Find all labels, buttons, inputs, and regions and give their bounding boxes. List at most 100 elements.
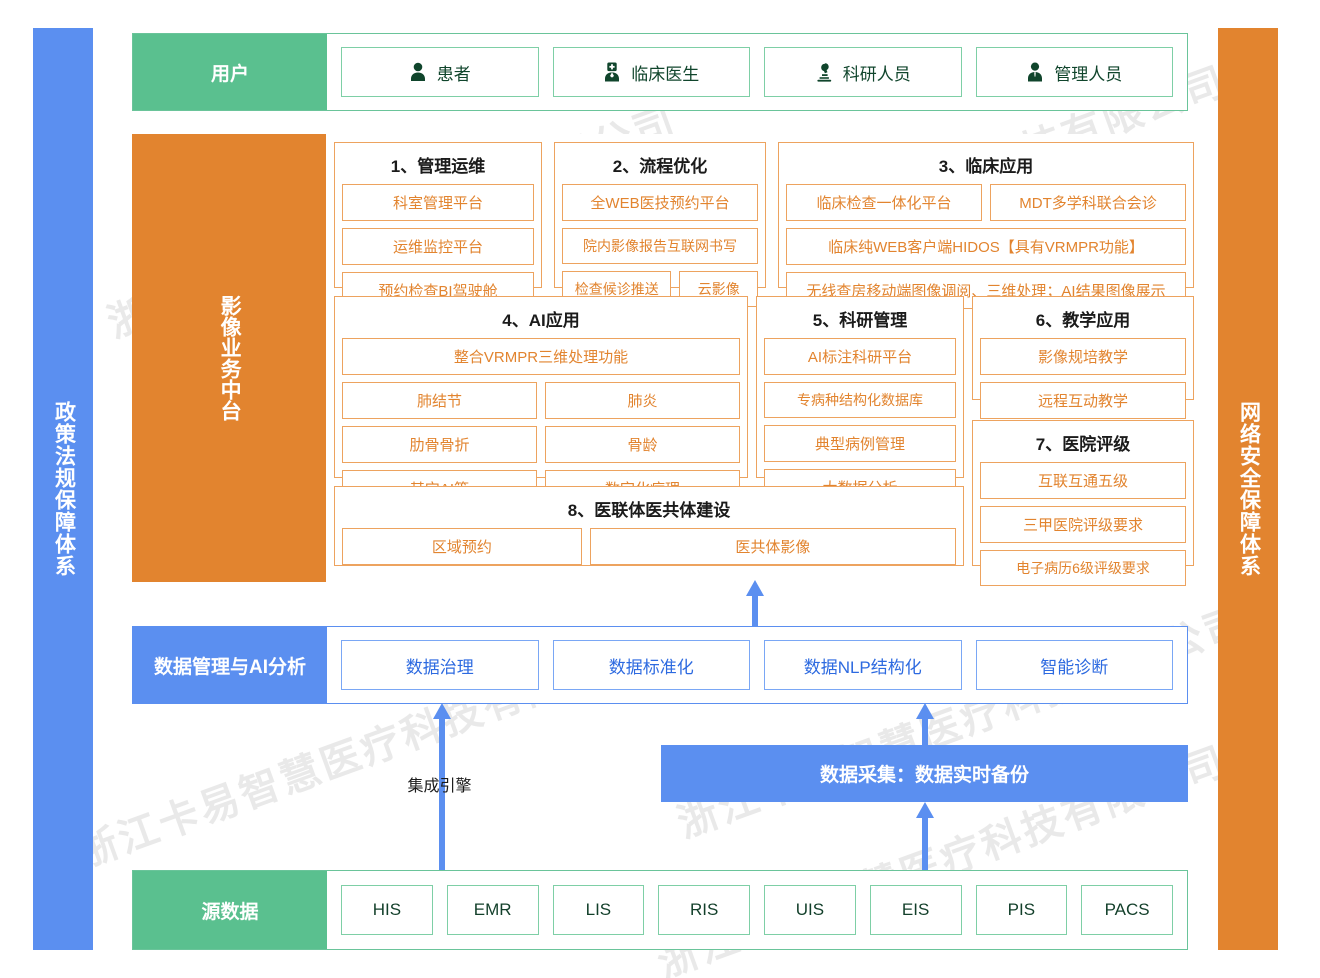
integration-engine-label: 集成引擎 xyxy=(407,778,472,795)
group-row: 全WEB医技预约平台 xyxy=(562,184,758,221)
group-title: 8、医联体医共体建设 xyxy=(567,501,731,520)
data-collection-box[interactable]: 数据采集：数据实时备份 xyxy=(661,745,1188,802)
platform-item[interactable]: 整合VRMPR三维处理功能 xyxy=(342,338,740,375)
group-row: 院内影像报告互联网书写 xyxy=(562,228,758,264)
platform-item[interactable]: 肋骨骨折 xyxy=(342,426,537,463)
source-chip-uis[interactable]: UIS xyxy=(764,885,856,935)
arrow-integration-engine xyxy=(427,703,457,870)
platform-item[interactable]: 运维监控平台 xyxy=(342,228,534,265)
manager-icon xyxy=(1028,62,1043,82)
platform-item[interactable]: 院内影像报告互联网书写 xyxy=(562,228,758,264)
user-chip-label: 管理人员 xyxy=(1054,64,1123,84)
source-chip-emr[interactable]: EMR xyxy=(446,885,539,935)
group-teaching-application: 6、教学应用 影像规培教学 远程互动教学 xyxy=(972,296,1194,419)
group-title: 4、AI应用 xyxy=(502,311,580,330)
group-row: 临床纯WEB客户端HIDOS【具有VRMPR功能】 xyxy=(786,228,1186,265)
source-chip-his[interactable]: HIS xyxy=(341,885,433,935)
group-medical-consortium: 8、医联体医共体建设 区域预约 医共体影像 xyxy=(334,486,964,566)
platform-band: 影像业务中台 1、管理运维 科室管理平台 运维监控平台 预约检查BI驾驶舱 2、… xyxy=(132,134,1194,586)
source-chip-eis[interactable]: EIS xyxy=(869,885,962,935)
data-collection-label: 数据采集：数据实时备份 xyxy=(819,765,1029,786)
group-row: 电子病历6级评级要求 xyxy=(980,550,1186,586)
user-chip-researcher[interactable]: 科研人员 xyxy=(764,47,962,97)
platform-item[interactable]: MDT多学科联合会诊 xyxy=(990,184,1186,221)
group-title: 5、科研管理 xyxy=(812,311,908,330)
security-pillar: 网络安全保障体系 xyxy=(1218,28,1278,950)
group-row: 典型病例管理 xyxy=(764,425,956,462)
platform-item[interactable]: 临床纯WEB客户端HIDOS【具有VRMPR功能】 xyxy=(786,228,1186,265)
source-data-band: 源数据 HIS EMR LIS RIS UIS EIS PIS PACS xyxy=(132,870,1188,950)
source-chip-ris[interactable]: RIS xyxy=(658,885,750,935)
data-management-band: 数据管理与AI分析 数据治理 数据标准化 数据NLP结构化 智能诊断 xyxy=(132,626,1188,704)
users-band-label: 用户 xyxy=(133,34,327,110)
platform-item[interactable]: 全WEB医技预约平台 xyxy=(562,184,758,221)
group-row: 影像规培教学 xyxy=(980,338,1186,375)
group-row: 互联互通五级 xyxy=(980,462,1186,499)
group-research-management: 5、科研管理 AI标注科研平台 专病种结构化数据库 典型病例管理 大数据分析 xyxy=(756,296,964,506)
group-hospital-rating: 7、医院评级 互联互通五级 三甲医院评级要求 电子病历6级评级要求 xyxy=(972,420,1194,586)
group-management-ops: 1、管理运维 科室管理平台 运维监控平台 预约检查BI驾驶舱 xyxy=(334,142,542,309)
microscope-icon xyxy=(817,63,831,82)
platform-item[interactable]: 典型病例管理 xyxy=(764,425,956,462)
group-title: 3、临床应用 xyxy=(938,157,1034,176)
data-management-band-label: 数据管理与AI分析 xyxy=(133,627,327,703)
policy-pillar-label: 政策法规保障体系 xyxy=(52,401,76,577)
user-chip-label: 患者 xyxy=(436,64,471,84)
data-chip-intelligent-diagnosis[interactable]: 智能诊断 xyxy=(975,640,1173,690)
patient-icon xyxy=(410,62,425,81)
platform-item[interactable]: 三甲医院评级要求 xyxy=(980,506,1186,543)
platform-item[interactable]: 科室管理平台 xyxy=(342,184,534,221)
source-chip-pacs[interactable]: PACS xyxy=(1081,885,1173,935)
group-row: 整合VRMPR三维处理功能 xyxy=(342,338,740,375)
platform-item[interactable]: 临床检查一体化平台 xyxy=(786,184,982,221)
platform-item[interactable]: 肺结节 xyxy=(342,382,537,419)
user-chip-administrator[interactable]: 管理人员 xyxy=(975,47,1173,97)
user-chip-clinician[interactable]: 临床医生 xyxy=(552,47,750,97)
source-chip-pis[interactable]: PIS xyxy=(975,885,1068,935)
data-chip-nlp-structuring[interactable]: 数据NLP结构化 xyxy=(764,640,962,690)
platform-band-label: 影像业务中台 xyxy=(132,134,326,582)
group-row: 三甲医院评级要求 xyxy=(980,506,1186,543)
group-row: 肋骨骨折 骨龄 xyxy=(342,426,740,463)
data-management-band-body: 数据治理 数据标准化 数据NLP结构化 智能诊断 xyxy=(327,627,1187,703)
group-row: 远程互动教学 xyxy=(980,382,1186,419)
platform-item[interactable]: 区域预约 xyxy=(342,528,582,565)
source-data-band-body: HIS EMR LIS RIS UIS EIS PIS PACS xyxy=(327,871,1187,949)
data-chip-standardization[interactable]: 数据标准化 xyxy=(552,640,750,690)
platform-item[interactable]: 专病种结构化数据库 xyxy=(764,382,956,418)
group-ai-application: 4、AI应用 整合VRMPR三维处理功能 肺结节 肺炎 肋骨骨折 骨龄 其它AI… xyxy=(334,296,748,507)
policy-pillar: 政策法规保障体系 xyxy=(33,28,93,950)
data-chip-governance[interactable]: 数据治理 xyxy=(341,640,539,690)
source-chip-lis[interactable]: LIS xyxy=(552,885,645,935)
group-row: 临床检查一体化平台 MDT多学科联合会诊 xyxy=(786,184,1186,221)
arrow-collection-to-data xyxy=(910,703,940,747)
platform-item[interactable]: 电子病历6级评级要求 xyxy=(980,550,1186,586)
platform-band-label-text: 影像业务中台 xyxy=(218,295,242,421)
user-chip-label: 科研人员 xyxy=(842,64,911,84)
group-title: 2、流程优化 xyxy=(612,157,708,176)
users-band-body: 患者 临床医生 科研人员 xyxy=(327,34,1187,110)
group-title: 7、医院评级 xyxy=(1035,435,1131,454)
user-chip-patient[interactable]: 患者 xyxy=(341,47,539,97)
arrow-data-to-platform xyxy=(740,580,770,626)
group-row: 运维监控平台 xyxy=(342,228,534,265)
platform-item[interactable]: 骨龄 xyxy=(545,426,740,463)
source-data-band-label: 源数据 xyxy=(133,871,327,949)
group-process-optimization: 2、流程优化 全WEB医技预约平台 院内影像报告互联网书写 检查候诊推送 云影像 xyxy=(554,142,766,307)
platform-grid: 1、管理运维 科室管理平台 运维监控平台 预约检查BI驾驶舱 2、流程优化 全W… xyxy=(326,134,1194,586)
group-row: AI标注科研平台 xyxy=(764,338,956,375)
users-band: 用户 患者 临床医生 xyxy=(132,33,1188,111)
platform-item[interactable]: 医共体影像 xyxy=(589,528,956,565)
platform-item[interactable]: 互联互通五级 xyxy=(980,462,1186,499)
platform-item[interactable]: 影像规培教学 xyxy=(980,338,1186,375)
arrow-source-to-collection xyxy=(910,802,940,870)
group-clinical-application: 3、临床应用 临床检查一体化平台 MDT多学科联合会诊 临床纯WEB客户端HID… xyxy=(778,142,1194,309)
platform-item[interactable]: 远程互动教学 xyxy=(980,382,1186,419)
group-row: 肺结节 肺炎 xyxy=(342,382,740,419)
security-pillar-label: 网络安全保障体系 xyxy=(1237,401,1261,577)
user-chip-label: 临床医生 xyxy=(631,64,700,84)
doctor-icon xyxy=(605,62,620,82)
platform-item[interactable]: AI标注科研平台 xyxy=(764,338,956,375)
platform-item[interactable]: 肺炎 xyxy=(545,382,740,419)
